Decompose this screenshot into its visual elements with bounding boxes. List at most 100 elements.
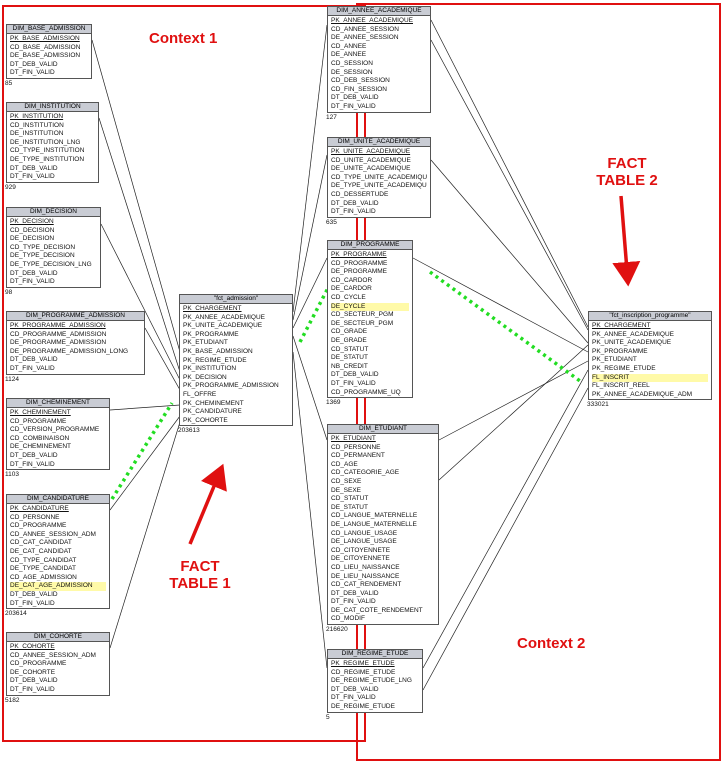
relationship-line bbox=[91, 39, 181, 353]
table-field: NB_CREDIT bbox=[331, 362, 368, 370]
table-fct-inscription-programme[interactable]: "fct_inscription_programme"PK_CHARGEMENT… bbox=[588, 311, 712, 401]
relationship-line bbox=[98, 117, 181, 373]
table-field: DT_FIN_VALID bbox=[10, 599, 55, 607]
table-field: DT_FIN_VALID bbox=[10, 173, 55, 181]
table-field: DE_CITOYENNETE bbox=[331, 555, 390, 563]
table-field: PK_BASE_ADMISSION bbox=[183, 347, 253, 355]
table-field: CD_LANGUE_USAGE bbox=[331, 529, 398, 537]
table-field: CD_TYPE_UNITE_ACADEMIQUE bbox=[331, 173, 427, 181]
table-field: CD_SEXE bbox=[331, 477, 362, 485]
table-field: PK_REGIME_ETUDE bbox=[183, 356, 247, 364]
table-field: PK_DECISION bbox=[183, 373, 227, 381]
table-field: CD_TYPE_INSTITUTION bbox=[10, 147, 85, 155]
relationship-line bbox=[109, 404, 181, 411]
table-title: DIM_REGIME_ETUDE bbox=[328, 650, 422, 659]
table-field: DE_DECISION bbox=[10, 235, 55, 243]
table-field: DE_TYPE_UNITE_ACADEMIQUE bbox=[331, 182, 427, 190]
table-field: CD_ANNEE_SESSION_ADM bbox=[10, 651, 96, 659]
table-field: PK_ANNEE_ACADEMIQUE bbox=[592, 330, 674, 338]
fact-table-2-line1: FACT bbox=[607, 155, 647, 172]
table-field: CD_AGE bbox=[331, 460, 358, 468]
table-field: PK_ETUDIANT bbox=[592, 356, 637, 364]
table-field: CD_GRADE bbox=[331, 328, 368, 336]
table-field: DE_LANGUE_MATERNELLE bbox=[331, 520, 417, 528]
table-field: PK_CANDIDATURE bbox=[10, 505, 69, 512]
table-field: DT_DEB_VALID bbox=[331, 589, 379, 597]
table-field: DT_DEB_VALID bbox=[10, 164, 58, 172]
relationship-line bbox=[422, 387, 589, 691]
table-field: CD_CYCLE bbox=[331, 293, 366, 301]
table-field: CD_PROGRAMME bbox=[10, 660, 67, 668]
table-field: DE_LANGUE_USAGE bbox=[331, 538, 397, 546]
table-field: DE_CAT_AGE_ADMISSION bbox=[10, 582, 106, 591]
dotted-link-candidature bbox=[110, 402, 174, 500]
table-row-count: 5182 bbox=[5, 696, 20, 704]
table-title: DIM_ANNEE_ACADEMIQUE bbox=[328, 7, 430, 16]
table-field: DE_INSTITUTION bbox=[10, 130, 64, 138]
table-field: DT_FIN_VALID bbox=[10, 460, 55, 468]
table-row-count: 216620 bbox=[326, 626, 348, 634]
table-field: CD_STATUT bbox=[331, 345, 369, 353]
relationship-line bbox=[438, 360, 589, 441]
table-field: CD_BASE_ADMISSION bbox=[10, 43, 81, 51]
table-row-count: 203614 bbox=[5, 610, 27, 618]
table-row-count: 1369 bbox=[326, 399, 341, 407]
context-2-label: Context 2 bbox=[517, 635, 586, 652]
table-field: PK_INSTITUTION bbox=[183, 365, 237, 373]
relationship-line bbox=[430, 39, 589, 331]
table-field: PK_UNITE_ACADEMIQUE bbox=[592, 339, 672, 347]
table-field: DE_COHORTE bbox=[10, 668, 56, 676]
relationship-line bbox=[292, 257, 328, 329]
table-field: FL_INSCRIT bbox=[592, 373, 708, 383]
table-field: CD_LANGUE_MATERNELLE bbox=[331, 512, 418, 520]
table-field: FL_OFFRE bbox=[183, 390, 217, 398]
table-field: CD_PROGRAMME_ADMISSION bbox=[10, 330, 107, 338]
table-field: CD_STATUT bbox=[331, 495, 369, 503]
table-field: CD_VERSION_PROGRAMME bbox=[10, 426, 100, 434]
table-field: PK_PROGRAMME bbox=[592, 347, 648, 355]
table-field: DE_ANNEE bbox=[331, 51, 367, 59]
table-field: PK_COHORTE bbox=[183, 416, 228, 424]
table-field: CD_DECISION bbox=[10, 226, 55, 234]
fact-table-1-line2: TABLE 1 bbox=[169, 575, 231, 592]
table-field: DE_SESSION bbox=[331, 68, 373, 76]
table-field: PK_CHEMINEMENT bbox=[10, 409, 71, 416]
table-field: DE_PROGRAMME_ADMISSION_LONG bbox=[10, 347, 129, 355]
table-title: DIM_ETUDIANT bbox=[328, 425, 438, 434]
relationship-line bbox=[109, 421, 181, 649]
relationship-line bbox=[292, 335, 328, 441]
fact-table-1-line1: FACT bbox=[180, 558, 220, 575]
relationship-line bbox=[109, 415, 181, 511]
table-field: DT_FIN_VALID bbox=[10, 69, 55, 77]
relationship-line bbox=[292, 351, 328, 669]
table-field: DE_PROGRAMME_ADMISSION bbox=[10, 339, 107, 347]
table-title: DIM_COHORTE bbox=[7, 633, 109, 642]
table-field: CD_LIEU_NAISSANCE bbox=[331, 563, 400, 571]
table-field: DE_LIEU_NAISSANCE bbox=[331, 572, 400, 580]
relationship-line bbox=[144, 327, 181, 391]
table-field: PK_CHARGEMENT bbox=[183, 305, 242, 312]
table-field: PK_BASE_ADMISSION bbox=[10, 35, 80, 42]
table-title: "fct_admission" bbox=[180, 295, 292, 304]
table-field: CD_PERSONNE bbox=[10, 513, 60, 521]
